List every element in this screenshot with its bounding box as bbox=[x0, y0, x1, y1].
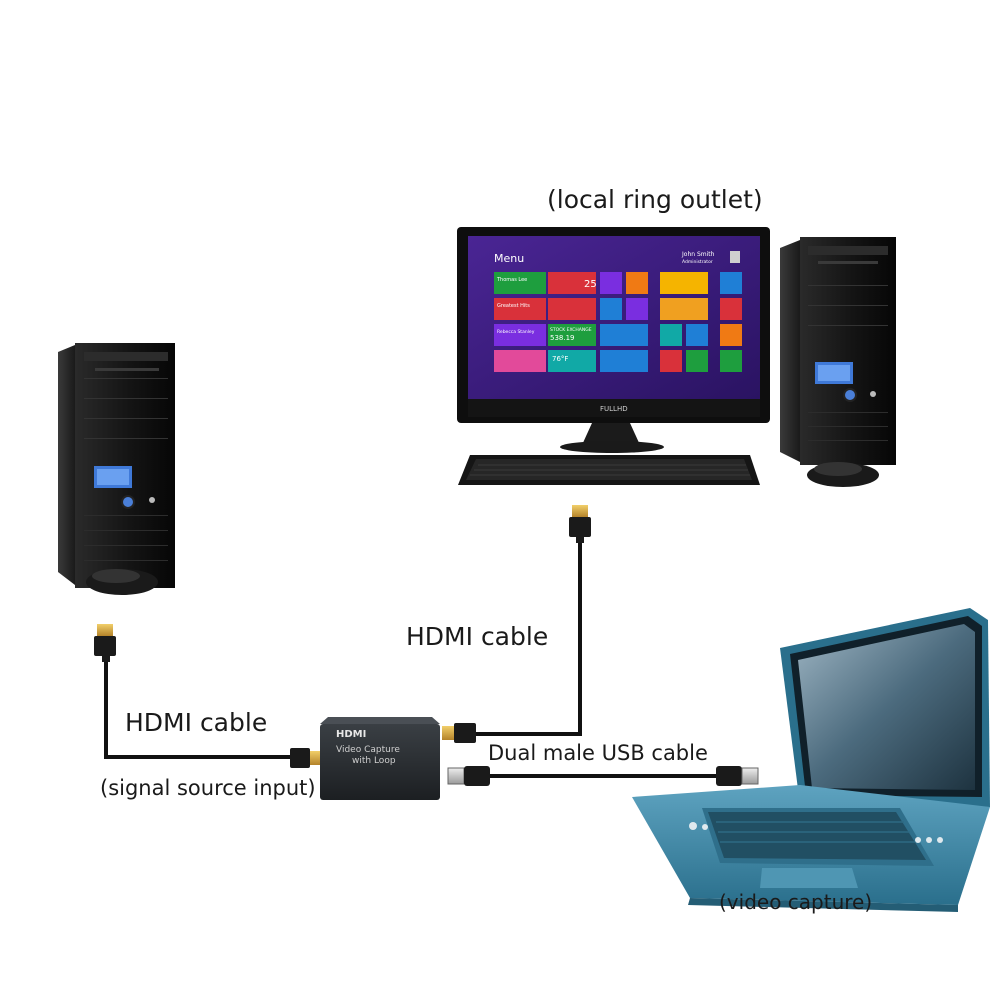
device-line1: Video Capture bbox=[336, 745, 400, 755]
laptop-icon bbox=[632, 608, 990, 912]
computer-tower-icon bbox=[780, 237, 896, 465]
menu-title: Menu bbox=[494, 252, 524, 265]
video-capture-label: (video capture) bbox=[719, 890, 873, 914]
usb-plug-icon bbox=[716, 766, 759, 786]
hdmi-cable-left-label: HDMI cable bbox=[125, 708, 268, 737]
computer-tower-icon bbox=[58, 343, 175, 588]
dual-usb-cable-label: Dual male USB cable bbox=[488, 741, 708, 765]
device-brand: HDMI bbox=[336, 729, 366, 740]
tile-weather-text: 76°F bbox=[552, 355, 568, 363]
user-role: Administrator bbox=[682, 259, 713, 265]
device-line2: with Loop bbox=[352, 756, 396, 766]
hdmi-cable-left-line bbox=[104, 660, 292, 759]
hdmi-plug-icon bbox=[94, 624, 116, 662]
usb-plug-icon bbox=[447, 766, 490, 786]
tile-news-text: Rebecca Stanley bbox=[497, 329, 535, 335]
hdmi-cable-top-label: HDMI cable bbox=[406, 622, 549, 651]
tile-music-text: Greatest Hits bbox=[497, 303, 530, 309]
tile-people-text: Thomas Lee bbox=[496, 277, 527, 283]
hdmi-plug-icon bbox=[569, 505, 591, 543]
start-screen-tiles bbox=[494, 272, 742, 372]
tile-stock-title: STOCK EXCHANGE bbox=[550, 327, 592, 333]
hdmi-cable-top-line bbox=[474, 540, 582, 736]
tile-date-text: 25 bbox=[584, 279, 597, 290]
hdmi-plug-icon bbox=[442, 723, 476, 743]
monitor-icon: Menu John Smith Administrator Thomas Lee… bbox=[457, 227, 770, 453]
hdmi-plug-icon bbox=[290, 748, 322, 768]
monitor-brand: FULLHD bbox=[600, 405, 628, 413]
mouse-icon bbox=[86, 569, 158, 595]
local-ring-outlet-label: (local ring outlet) bbox=[547, 185, 763, 214]
mouse-icon bbox=[807, 462, 879, 487]
user-name: John Smith bbox=[681, 251, 715, 258]
tile-stock-value: 538.19 bbox=[550, 334, 575, 342]
keyboard-icon bbox=[458, 455, 760, 485]
capture-device-icon: HDMI Video Capture with Loop bbox=[320, 717, 440, 800]
signal-source-input-label: (signal source input) bbox=[100, 776, 316, 800]
